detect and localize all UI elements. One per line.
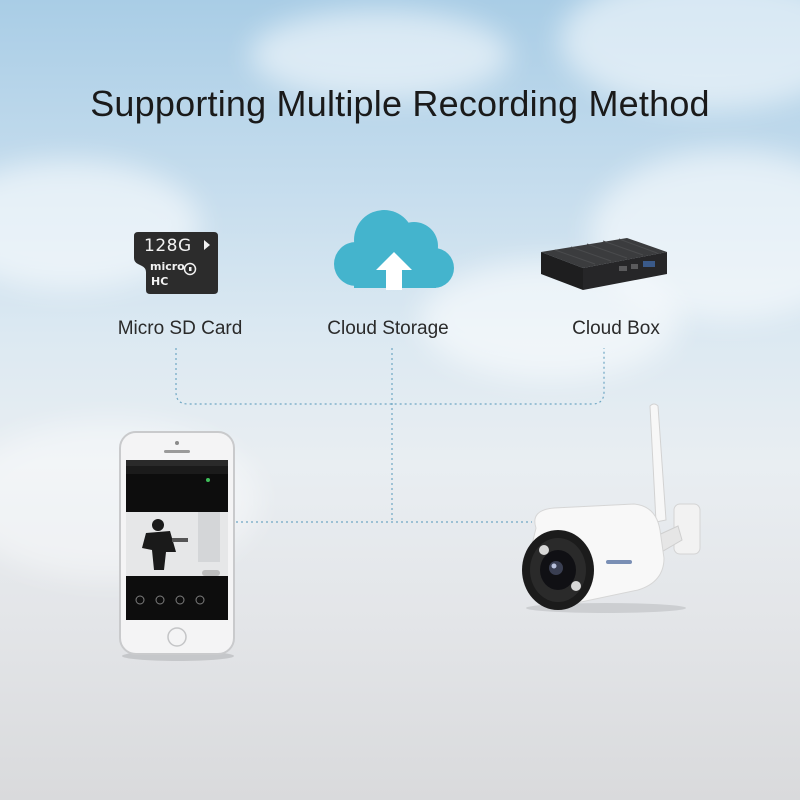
smartphone-image xyxy=(119,431,235,661)
micro-sd-card-icon xyxy=(134,232,218,294)
method-label-cloud-box: Cloud Box xyxy=(572,318,660,339)
background-cloud xyxy=(250,10,510,100)
sd-class-icon xyxy=(183,262,197,276)
method-label-cloud-storage: Cloud Storage xyxy=(327,318,449,339)
sd-hc-logo: HC xyxy=(151,275,169,288)
method-label-micro-sd: Micro SD Card xyxy=(117,318,243,339)
page-title: Supporting Multiple Recording Method xyxy=(90,83,710,124)
sd-brand-logo: micro xyxy=(150,260,185,273)
background-cloud xyxy=(420,260,680,380)
sd-capacity-label: 128G xyxy=(144,236,192,256)
nvr-box-icon xyxy=(541,238,667,290)
bullet-camera-image xyxy=(522,403,701,613)
cloud-upload-icon xyxy=(334,210,454,290)
